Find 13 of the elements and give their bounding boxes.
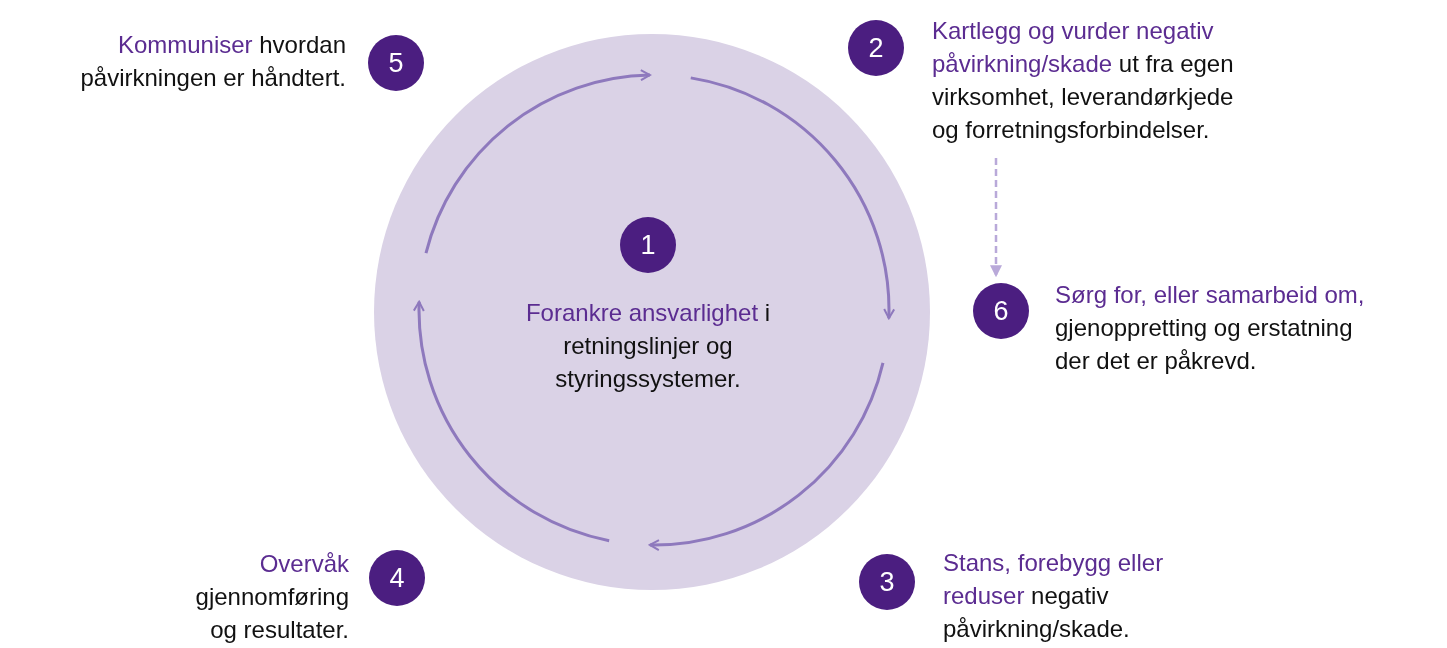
dashed-arrow bbox=[990, 158, 1002, 278]
step-description: Stans, forebygg eller reduser negativ påvirkning/skade. bbox=[943, 548, 1165, 644]
step-description: Overvåk gjennomføring og resultater. bbox=[194, 549, 349, 645]
step-description: Sørg for, eller samarbeid om, gjenoppretting og erstatning der det er påkrevd. bbox=[1055, 280, 1366, 376]
step-number-circle: 3 bbox=[859, 554, 915, 610]
step-number-circle: 6 bbox=[973, 283, 1029, 339]
step-description: Kommuniser hvordan påvirkningen er håndtert. bbox=[80, 30, 346, 93]
step-description: Forankre ansvarlighet i retningslinjer og styringssystemer. bbox=[524, 298, 772, 394]
step-number-circle: 4 bbox=[369, 550, 425, 606]
step-number-circle: 2 bbox=[848, 20, 904, 76]
step-number-circle: 5 bbox=[368, 35, 424, 91]
step-number-circle: 1 bbox=[620, 217, 676, 273]
step-description: Kartlegg og vurder negativ påvirkning/skade ut fra egen virksomhet, leverandørkjede og forretningsforbindelser. bbox=[932, 16, 1235, 145]
